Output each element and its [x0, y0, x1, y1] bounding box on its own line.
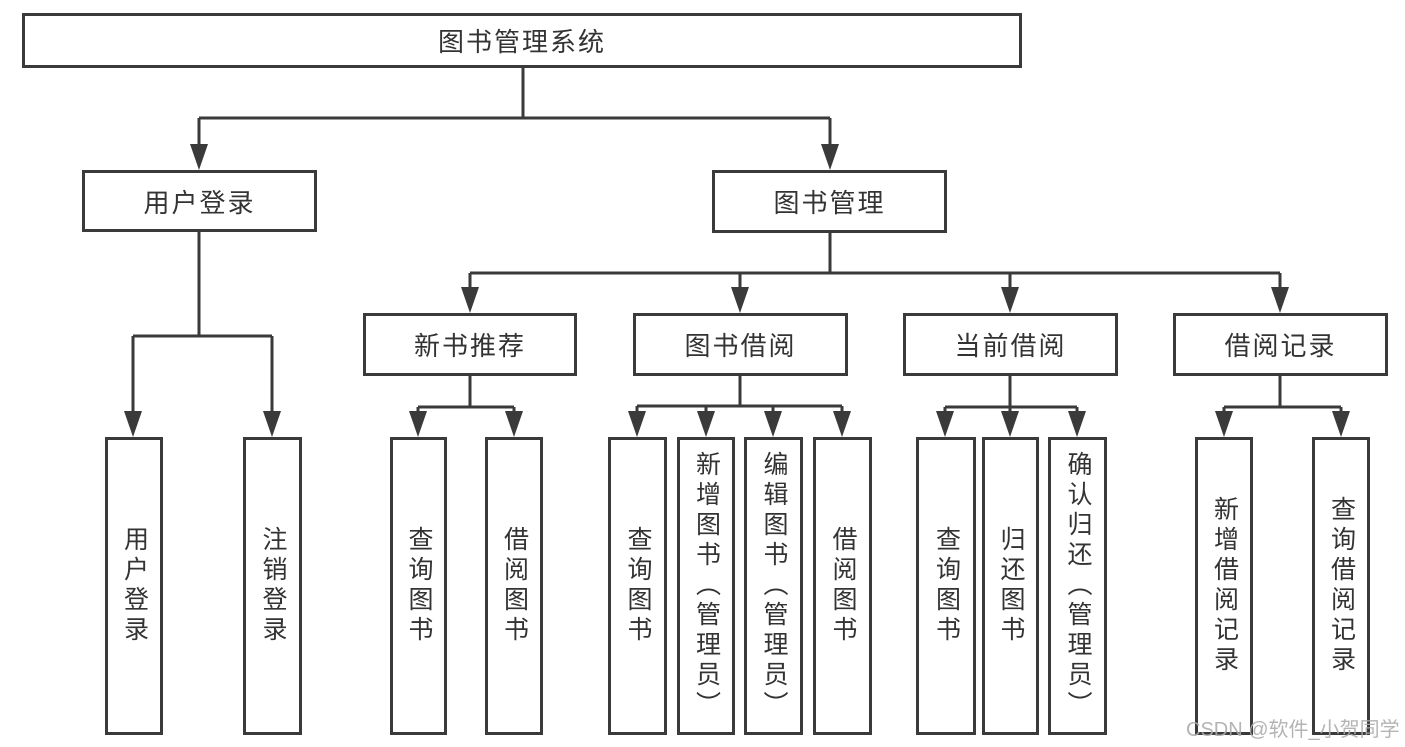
arrowheads [124, 144, 1350, 437]
leaf-query-books-current: 查询图书 [916, 437, 976, 735]
arrowhead [1001, 411, 1019, 437]
leaf-return-books-label: 归还图书 [997, 526, 1025, 646]
node-book-borrow-label: 图书借阅 [684, 331, 797, 361]
arrowhead [821, 144, 839, 170]
leaf-borrow-books-label: 借阅图书 [829, 526, 857, 646]
connector-book-management [468, 233, 1282, 289]
arrowhead [1001, 287, 1019, 313]
node-user-login-label: 用户登录 [143, 187, 256, 218]
arrowhead [124, 411, 142, 437]
arrowhead [697, 411, 715, 437]
arrowhead [461, 287, 479, 313]
leaf-query-books-recommend-label: 查询图书 [405, 526, 433, 646]
leaf-add-books-admin: 新增图书（管理员） [677, 437, 735, 735]
leaf-query-borrow-record: 查询借阅记录 [1312, 437, 1370, 735]
node-root: 图书管理系统 [22, 13, 1022, 68]
connector-root [197, 68, 832, 146]
arrowhead [1332, 411, 1350, 437]
connector-borrow-records [1222, 376, 1343, 413]
node-root-label: 图书管理系统 [437, 27, 606, 57]
connector-current-borrow [943, 376, 1079, 413]
arrowhead [1068, 411, 1086, 437]
node-current-borrow-label: 当前借阅 [954, 331, 1067, 361]
leaf-borrow-books: 借阅图书 [813, 437, 872, 735]
arrowhead [833, 411, 851, 437]
node-borrow-records-label: 借阅记录 [1224, 331, 1337, 361]
node-book-management-label: 图书管理 [773, 188, 886, 218]
leaf-user-login-label: 用户登录 [120, 526, 149, 646]
node-user-login: 用户登录 [82, 170, 317, 232]
arrowhead [409, 411, 427, 437]
arrowhead [764, 411, 782, 437]
leaf-query-books-recommend: 查询图书 [390, 437, 447, 735]
watermark: CSDN @软件_小贺同学 [1186, 719, 1400, 741]
arrowhead [936, 411, 954, 437]
arrowhead [731, 287, 749, 313]
leaf-logout: 注销登录 [243, 437, 302, 735]
node-new-book-recommend: 新书推荐 [363, 313, 577, 376]
arrowhead [263, 411, 281, 437]
leaf-borrow-books-recommend-label: 借阅图书 [500, 526, 529, 646]
leaf-edit-books-admin-label: 编辑图书（管理员） [760, 451, 788, 721]
leaf-query-borrow-record-label: 查询借阅记录 [1327, 496, 1356, 676]
leaf-confirm-return-admin: 确认归还（管理员） [1048, 437, 1107, 735]
connector-user-login [131, 232, 274, 413]
leaf-query-books-borrow: 查询图书 [608, 437, 667, 735]
connector-new-book-recommend [416, 376, 516, 413]
leaf-logout-label: 注销登录 [259, 526, 287, 646]
leaf-query-books-current-label: 查询图书 [932, 526, 961, 646]
arrowhead [1215, 411, 1233, 437]
leaf-add-books-admin-label: 新增图书（管理员） [692, 451, 721, 721]
node-borrow-records: 借阅记录 [1173, 313, 1388, 376]
leaf-add-borrow-record-label: 新增借阅记录 [1210, 496, 1239, 676]
node-new-book-recommend-label: 新书推荐 [413, 331, 526, 361]
leaf-user-login: 用户登录 [105, 437, 163, 735]
node-book-management: 图书管理 [712, 170, 947, 233]
leaf-confirm-return-admin-label: 确认归还（管理员） [1064, 451, 1092, 721]
node-current-borrow: 当前借阅 [903, 313, 1118, 376]
leaf-return-books: 归还图书 [982, 437, 1039, 735]
node-book-borrow: 图书借阅 [633, 313, 848, 376]
arrowhead [1271, 287, 1289, 313]
arrowhead [505, 411, 523, 437]
leaf-edit-books-admin: 编辑图书（管理员） [744, 437, 803, 735]
connector-book-borrow [635, 376, 844, 413]
arrowhead [628, 411, 646, 437]
leaf-add-borrow-record: 新增借阅记录 [1195, 437, 1253, 735]
arrowhead [190, 144, 208, 170]
leaf-borrow-books-recommend: 借阅图书 [485, 437, 543, 735]
leaf-query-books-borrow-label: 查询图书 [624, 526, 652, 646]
